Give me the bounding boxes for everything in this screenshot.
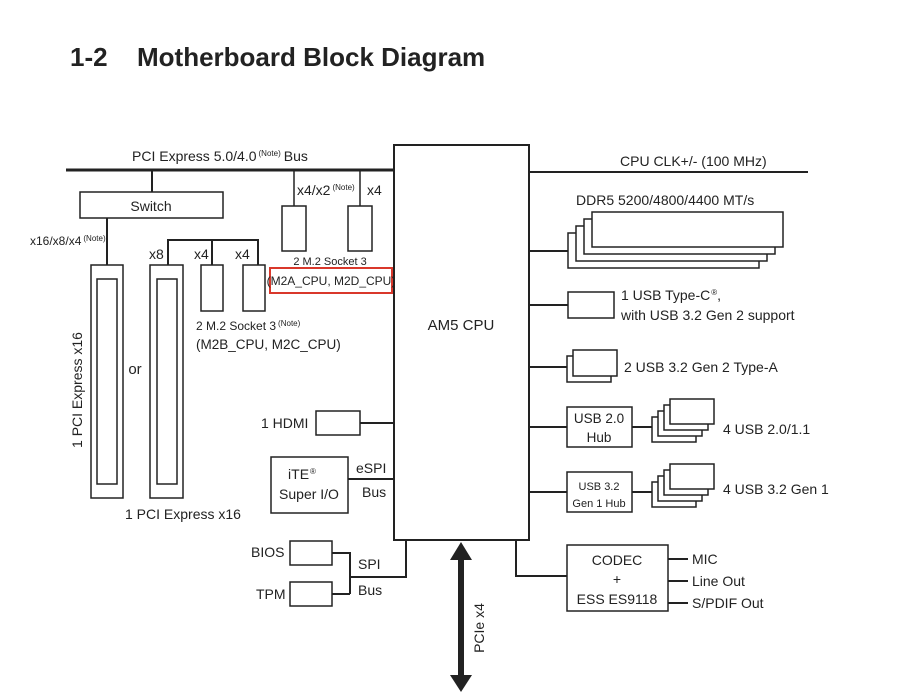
m2-socket-m2b [200,264,224,312]
codec-line1: CODEC [592,552,643,568]
tpm-label: TPM [256,586,286,602]
pcie-slot-right-inner [156,278,178,485]
slot-x8-label: x8 [149,246,164,262]
usb2-hub-line1: USB 2.0 [574,411,624,426]
slot-right-label: 1 PCI Express x16 [125,506,241,522]
usb32-port-4 [669,463,715,490]
usb32-hub-line2: Gen 1 Hub [572,498,625,510]
m2-socket-m2d [347,205,373,252]
usb2-hub-line2: Hub [587,430,612,445]
spi-label-2: Bus [358,582,382,598]
pcie-x4-label: PCIe x4 [471,603,487,653]
m2-switch-lane-b: x4 [235,246,250,262]
bios-label: BIOS [251,544,284,560]
hdmi-label: 1 HDMI [261,415,308,431]
usb-gen2-port-2 [572,349,618,377]
bios-block [289,540,333,566]
m2-cpu-label-1: 2 M.2 Socket 3 [293,256,366,268]
mic-label: MIC [692,551,718,567]
ddr5-label: DDR5 5200/4800/4400 MT/s [576,192,754,208]
usb-c-label-1: 1 USB Type-C®, [621,287,721,303]
cpu-label: AM5 CPU [428,317,495,334]
m2-cpu-lane-a: x4/x2(Note) [297,182,355,198]
usb2-port-4 [669,398,715,425]
dimm-4 [591,211,784,248]
cpu-clk-label: CPU CLK+/- (100 MHz) [620,153,767,169]
m2-socket-m2a [281,205,307,252]
usb2-ports-label: 4 USB 2.0/1.1 [723,421,810,437]
slot-left-lanes: x16/x8/x4(Note) [30,234,106,248]
section-number: 1-2 [70,42,108,72]
usb2-hub-block [566,406,633,448]
codec-block [566,544,669,612]
slot-or-label: or [128,361,141,378]
pcie-bus-label: PCI Express 5.0/4.0(Note)Bus [132,148,308,164]
page-title: Motherboard Block Diagram [137,42,485,72]
codec-line3: ESS ES9118 [577,591,658,607]
usb32-ports-label: 4 USB 3.2 Gen 1 [723,481,829,497]
cpu-block [393,144,530,541]
spdif-label: S/PDIF Out [692,595,764,611]
m2-switch-label-2: (M2B_CPU, M2C_CPU) [196,337,341,352]
pcie-x4-arrow-up [450,542,472,560]
superio-line2: Super I/O [279,486,339,502]
m2-socket-m2c [242,264,266,312]
pcie-x4-arrow-down [450,675,472,692]
m2-cpu-label-2: (M2A_CPU, M2D_CPU) [267,274,396,288]
superio-line1: iTE® [288,466,316,482]
usb-c-port [567,291,615,319]
spi-label-1: SPI [358,556,381,572]
codec-line2: + [613,571,621,587]
m2-cpu-lane-b: x4 [367,182,382,198]
usb32-hub-line1: USB 3.2 [579,481,620,493]
line-out-label: Line Out [692,573,745,589]
codec-line [515,540,567,577]
espi-label-2: Bus [362,484,386,500]
m2-switch-label-1: 2 M.2 Socket 3(Note) [196,319,301,333]
switch-label: Switch [130,198,171,214]
pcie-slot-left-inner [96,278,118,485]
hdmi-block [315,410,361,436]
superio-block [270,456,349,514]
m2-switch-lane-a: x4 [194,246,209,262]
usb-gen2-label: 2 USB 3.2 Gen 2 Type-A [624,359,778,375]
espi-label-1: eSPI [356,460,386,476]
slot-left-label: 1 PCI Express x16 [69,332,85,448]
usb-c-label-2: with USB 3.2 Gen 2 support [620,307,795,323]
tpm-block [289,581,333,607]
m2-cpu-highlight-box [269,267,393,294]
switch-block [79,191,224,219]
